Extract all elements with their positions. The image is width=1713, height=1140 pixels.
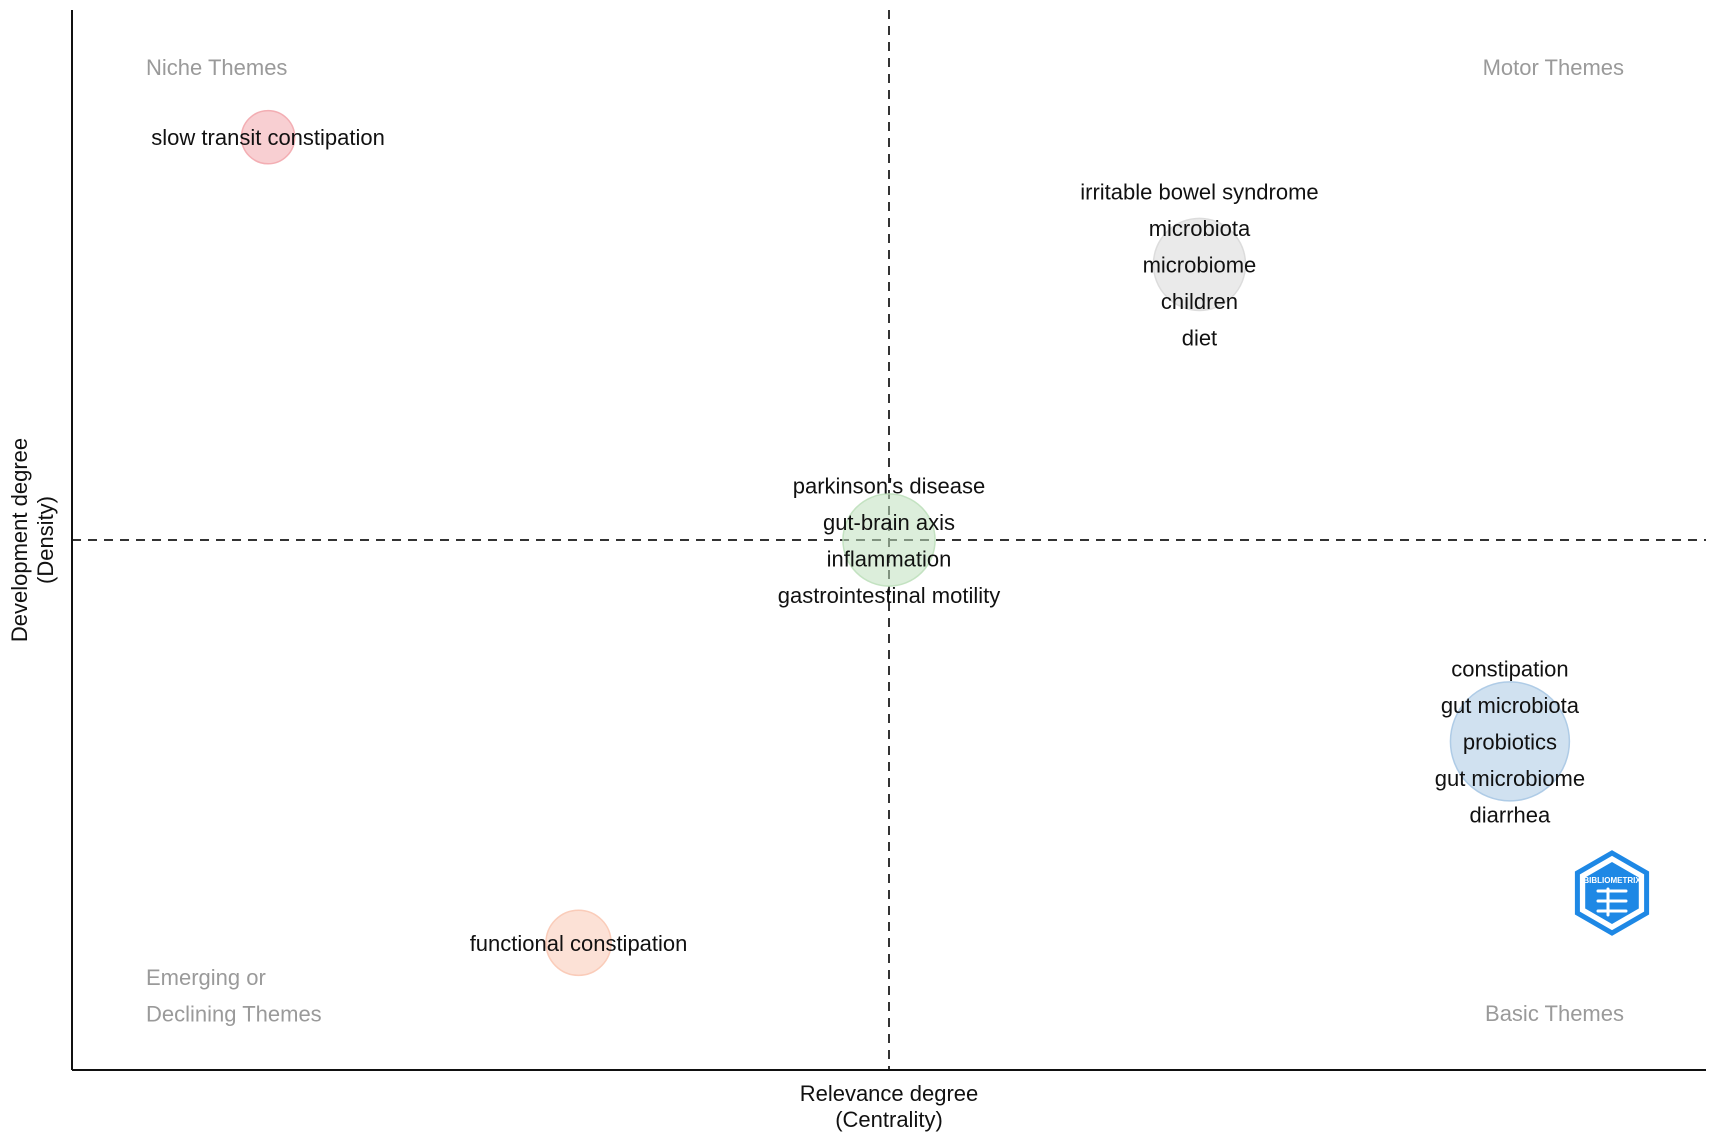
x-axis-subtitle: (Centrality) [835,1107,943,1132]
cluster-keyword: gut microbiota [1441,693,1580,718]
cluster-keyword: functional constipation [470,931,688,956]
cluster-bubble [545,909,612,977]
cluster-bubble [1152,217,1247,312]
cluster-keyword: children [1161,289,1238,314]
quadrant-label-niche: Niche Themes [146,55,287,80]
axes [71,10,1706,1071]
x-axis-title: Relevance degree [800,1081,979,1106]
cluster-keyword: parkinson's disease [793,473,986,498]
cluster-keyword: microbiome [1143,252,1257,277]
cluster-keyword: gastrointestinal motility [778,583,1001,608]
quadrant-label-emerging: Emerging or [146,965,266,990]
cluster-keyword: gut microbiome [1435,766,1585,791]
cluster-keyword: constipation [1451,656,1568,681]
cluster-keyword: probiotics [1463,729,1557,754]
cluster-keyword: microbiota [1149,216,1251,241]
y-axis-title-group: Development degree(Density) [7,438,58,642]
cluster-keyword: diet [1182,325,1217,350]
y-axis-subtitle: (Density) [33,496,58,584]
quadrant-label-emerging-line-2: Declining Themes [146,1002,322,1027]
bibliometrix-logo: BIBLIOMETRIX [1574,850,1650,936]
quadrant-label-motor: Motor Themes [1483,55,1624,80]
cluster-bubble [1449,681,1571,802]
cluster-keyword: diarrhea [1470,802,1551,827]
cluster-bubble [842,493,936,587]
cluster-keyword: irritable bowel syndrome [1080,179,1318,204]
cluster-keyword: inflammation [827,546,952,571]
cluster-keyword: gut-brain axis [823,510,955,535]
quadrant-label-basic: Basic Themes [1485,1001,1624,1026]
cluster-bubbles [240,109,1571,977]
chart-labels: Relevance degree(Centrality) Development … [7,55,1624,1132]
logo-hexagon-fill [1585,862,1639,924]
cluster-keyword: slow transit constipation [151,125,385,150]
logo-text: BIBLIOMETRIX [1583,876,1641,885]
logo-emblem [1596,887,1628,917]
y-axis-title: Development degree [7,438,32,642]
cluster-bubble [240,109,296,165]
